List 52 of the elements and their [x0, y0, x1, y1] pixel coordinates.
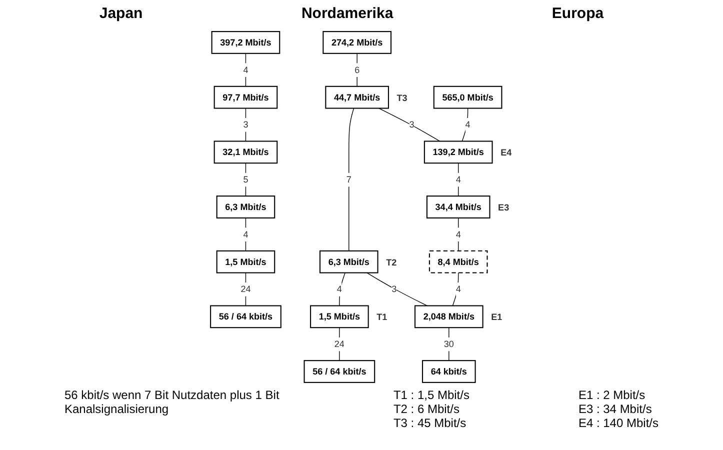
- rate-box: 6,3 Mbit/s: [216, 196, 276, 218]
- column-heading: Europa: [552, 4, 604, 22]
- level-label: T2: [386, 257, 398, 268]
- rate-box: 34,4 Mbit/s: [426, 196, 491, 218]
- rate-box: 32,1 Mbit/s: [214, 140, 278, 164]
- column-heading: Japan: [99, 4, 143, 22]
- level-label: T3: [397, 92, 408, 103]
- edge-label: 4: [456, 228, 462, 242]
- level-label: E4: [501, 148, 512, 158]
- rate-note: T2 : 6 Mbit/s: [393, 402, 460, 416]
- edge-label: 4: [466, 118, 471, 132]
- rate-box: 274,2 Mbit/s: [323, 31, 392, 54]
- column-heading: Nordamerika: [301, 4, 394, 22]
- rate-box: 64 kbit/s: [422, 360, 476, 383]
- connector-line: [458, 162, 460, 196]
- edge-label: 5: [244, 172, 249, 186]
- rate-box: 565,0 Mbit/s: [434, 86, 503, 109]
- level-label: E3: [498, 202, 510, 212]
- rate-box: 139,2 Mbit/s: [424, 140, 494, 164]
- edge-label: 6: [354, 63, 360, 77]
- rate-box: 56 / 64 kbit/s: [304, 360, 376, 383]
- rate-box: 6,3 Mbit/s: [320, 250, 379, 274]
- connector-line: [367, 272, 428, 306]
- footnote: 56 kbit/s wenn 7 Bit Nutzdaten plus 1 Bit Kanalsignalisierung: [64, 388, 280, 418]
- edge-label: 4: [244, 228, 249, 242]
- edge-label: 30: [444, 337, 454, 351]
- edge-label: 3: [244, 118, 249, 132]
- level-label: T1: [377, 312, 388, 322]
- edge-label: 24: [334, 337, 345, 351]
- edge-label: 24: [241, 282, 252, 296]
- edge-label: 7: [346, 172, 352, 186]
- rate-box: 2,048 Mbit/s: [414, 305, 484, 328]
- rate-note: E4 : 140 Mbit/s: [578, 416, 658, 430]
- rate-note: E1 : 2 Mbit/s: [578, 388, 646, 402]
- rate-note: T3 : 45 Mbit/s: [393, 416, 468, 430]
- rate-box: 56 / 64 kbit/s: [210, 305, 282, 328]
- level-label: E1: [492, 312, 503, 322]
- edge-label: 4: [456, 172, 462, 186]
- edge-label: 4: [456, 282, 462, 296]
- connector-line: [339, 327, 340, 361]
- rate-box: 44,7 Mbit/s: [326, 86, 390, 109]
- rate-box: 8,4 Mbit/s: [429, 250, 488, 274]
- rate-box: 1,5 Mbit/s: [310, 305, 370, 328]
- edge-label: 4: [244, 63, 249, 77]
- connector-line: [378, 108, 441, 142]
- rate-note: T1 : 1,5 Mbit/s: [393, 388, 470, 402]
- rate-box: 97,7 Mbit/s: [214, 86, 278, 109]
- edge-label: 4: [337, 282, 342, 296]
- rate-note: E3 : 34 Mbit/s: [578, 402, 653, 416]
- rate-box: 397,2 Mbit/s: [212, 31, 281, 54]
- rate-box: 1,5 Mbit/s: [216, 250, 276, 274]
- connector-line: [348, 108, 355, 252]
